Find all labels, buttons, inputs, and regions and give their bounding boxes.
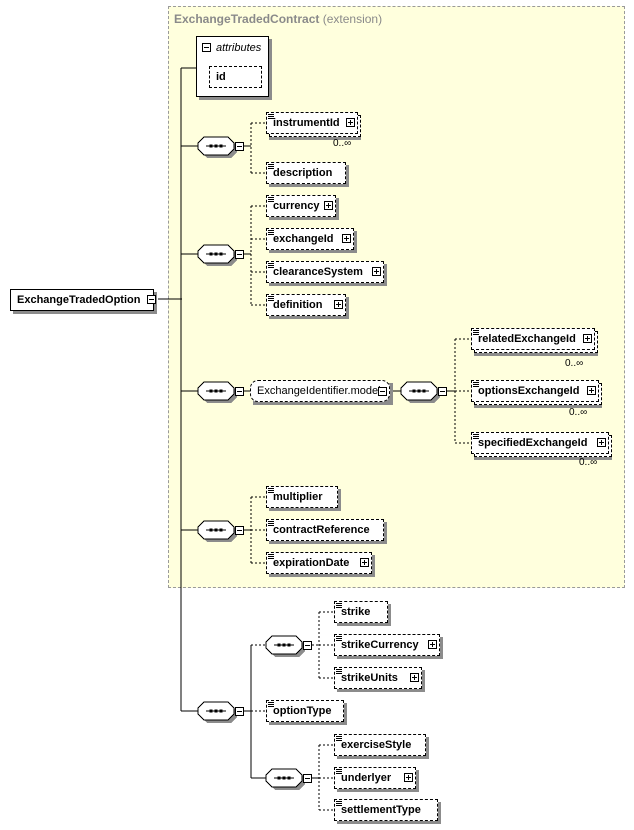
annotation-icon [336, 603, 342, 608]
sequence-collapse-icon[interactable] [303, 641, 312, 650]
annotation-icon [268, 197, 274, 202]
annotation-icon [336, 769, 342, 774]
expand-icon[interactable] [360, 558, 369, 567]
element-underlyer[interactable]: underlyer [334, 767, 416, 789]
sequence-collapse-icon[interactable] [303, 774, 312, 783]
element-instrumentId[interactable]: instrumentId [266, 112, 358, 134]
element-specifiedExchangeId[interactable]: specifiedExchangeId [471, 432, 609, 454]
sequence-collapse-icon[interactable] [235, 387, 244, 396]
sequence-collapse-icon[interactable] [438, 387, 447, 396]
expand-icon[interactable] [428, 640, 437, 649]
occurrence-label: 0..∞ [565, 358, 584, 369]
expand-icon[interactable] [346, 118, 355, 127]
annotation-icon [268, 521, 274, 526]
annotation-icon [336, 801, 342, 806]
element-contractReference[interactable]: contractReference [266, 519, 384, 541]
sequence-group-icon [400, 381, 440, 403]
root-element-box[interactable]: ExchangeTradedOption [10, 289, 154, 311]
annotation-icon [473, 382, 479, 387]
attribute-id[interactable]: id [209, 66, 262, 88]
exercise-sequence-icon [265, 768, 305, 790]
root-collapse-icon[interactable] [147, 295, 156, 304]
occurrence-label: 0..∞ [333, 138, 352, 149]
element-optionsExchangeId[interactable]: optionsExchangeId [471, 380, 599, 402]
sequence-4-icon [197, 520, 237, 542]
annotation-icon [268, 230, 274, 235]
sequence-3-icon [197, 381, 237, 403]
element-multiplier[interactable]: multiplier [266, 486, 338, 508]
group-collapse-icon[interactable] [378, 387, 387, 396]
sequence-collapse-icon[interactable] [235, 250, 244, 259]
expand-icon[interactable] [342, 234, 351, 243]
annotation-icon [473, 434, 479, 439]
element-relatedExchangeId[interactable]: relatedExchangeId [471, 328, 595, 350]
element-strikeCurrency[interactable]: strikeCurrency [334, 634, 440, 656]
sequence-collapse-icon[interactable] [235, 707, 244, 716]
expand-icon[interactable] [334, 300, 343, 309]
sequence-collapse-icon[interactable] [235, 526, 244, 535]
element-expirationDate[interactable]: expirationDate [266, 552, 372, 574]
strike-sequence-icon [265, 635, 305, 657]
sequence-1-icon [197, 136, 237, 158]
element-currency[interactable]: currency [266, 195, 336, 217]
annotation-icon [268, 263, 274, 268]
extension-title: ExchangeTradedContract (extension) [174, 12, 383, 26]
annotation-icon [268, 164, 274, 169]
attributes-collapse-toggle[interactable] [202, 43, 211, 52]
occurrence-label: 0..∞ [579, 457, 598, 468]
expand-icon[interactable] [372, 267, 381, 276]
annotation-icon [268, 296, 274, 301]
sequence-collapse-icon[interactable] [235, 142, 244, 151]
element-description[interactable]: description [266, 162, 346, 184]
expand-icon[interactable] [597, 438, 606, 447]
expand-icon[interactable] [583, 334, 592, 343]
extension-container [168, 6, 625, 588]
attributes-label: attributes [216, 42, 262, 54]
element-exchangeId[interactable]: exchangeId [266, 228, 354, 250]
element-definition[interactable]: definition [266, 294, 346, 316]
element-strikeUnits[interactable]: strikeUnits [334, 667, 422, 689]
group-ExchangeIdentifier-model[interactable]: ExchangeIdentifier.model [250, 380, 390, 402]
annotation-icon [336, 736, 342, 741]
annotation-icon [268, 114, 274, 119]
element-clearanceSystem[interactable]: clearanceSystem [266, 261, 384, 283]
sequence-5-icon [197, 701, 237, 723]
element-optionType[interactable]: optionType [266, 700, 344, 722]
annotation-icon [473, 330, 479, 335]
annotation-icon [336, 669, 342, 674]
annotation-icon [268, 702, 274, 707]
annotation-icon [268, 554, 274, 559]
expand-icon[interactable] [410, 673, 419, 682]
expand-icon[interactable] [324, 201, 333, 210]
occurrence-label: 0..∞ [569, 407, 588, 418]
element-strike[interactable]: strike [334, 601, 388, 623]
sequence-2-icon [197, 244, 237, 266]
expand-icon[interactable] [587, 386, 596, 395]
annotation-icon [268, 488, 274, 493]
element-settlementType[interactable]: settlementType [334, 799, 438, 821]
element-exerciseStyle[interactable]: exerciseStyle [334, 734, 426, 756]
expand-icon[interactable] [404, 773, 413, 782]
annotation-icon [336, 636, 342, 641]
